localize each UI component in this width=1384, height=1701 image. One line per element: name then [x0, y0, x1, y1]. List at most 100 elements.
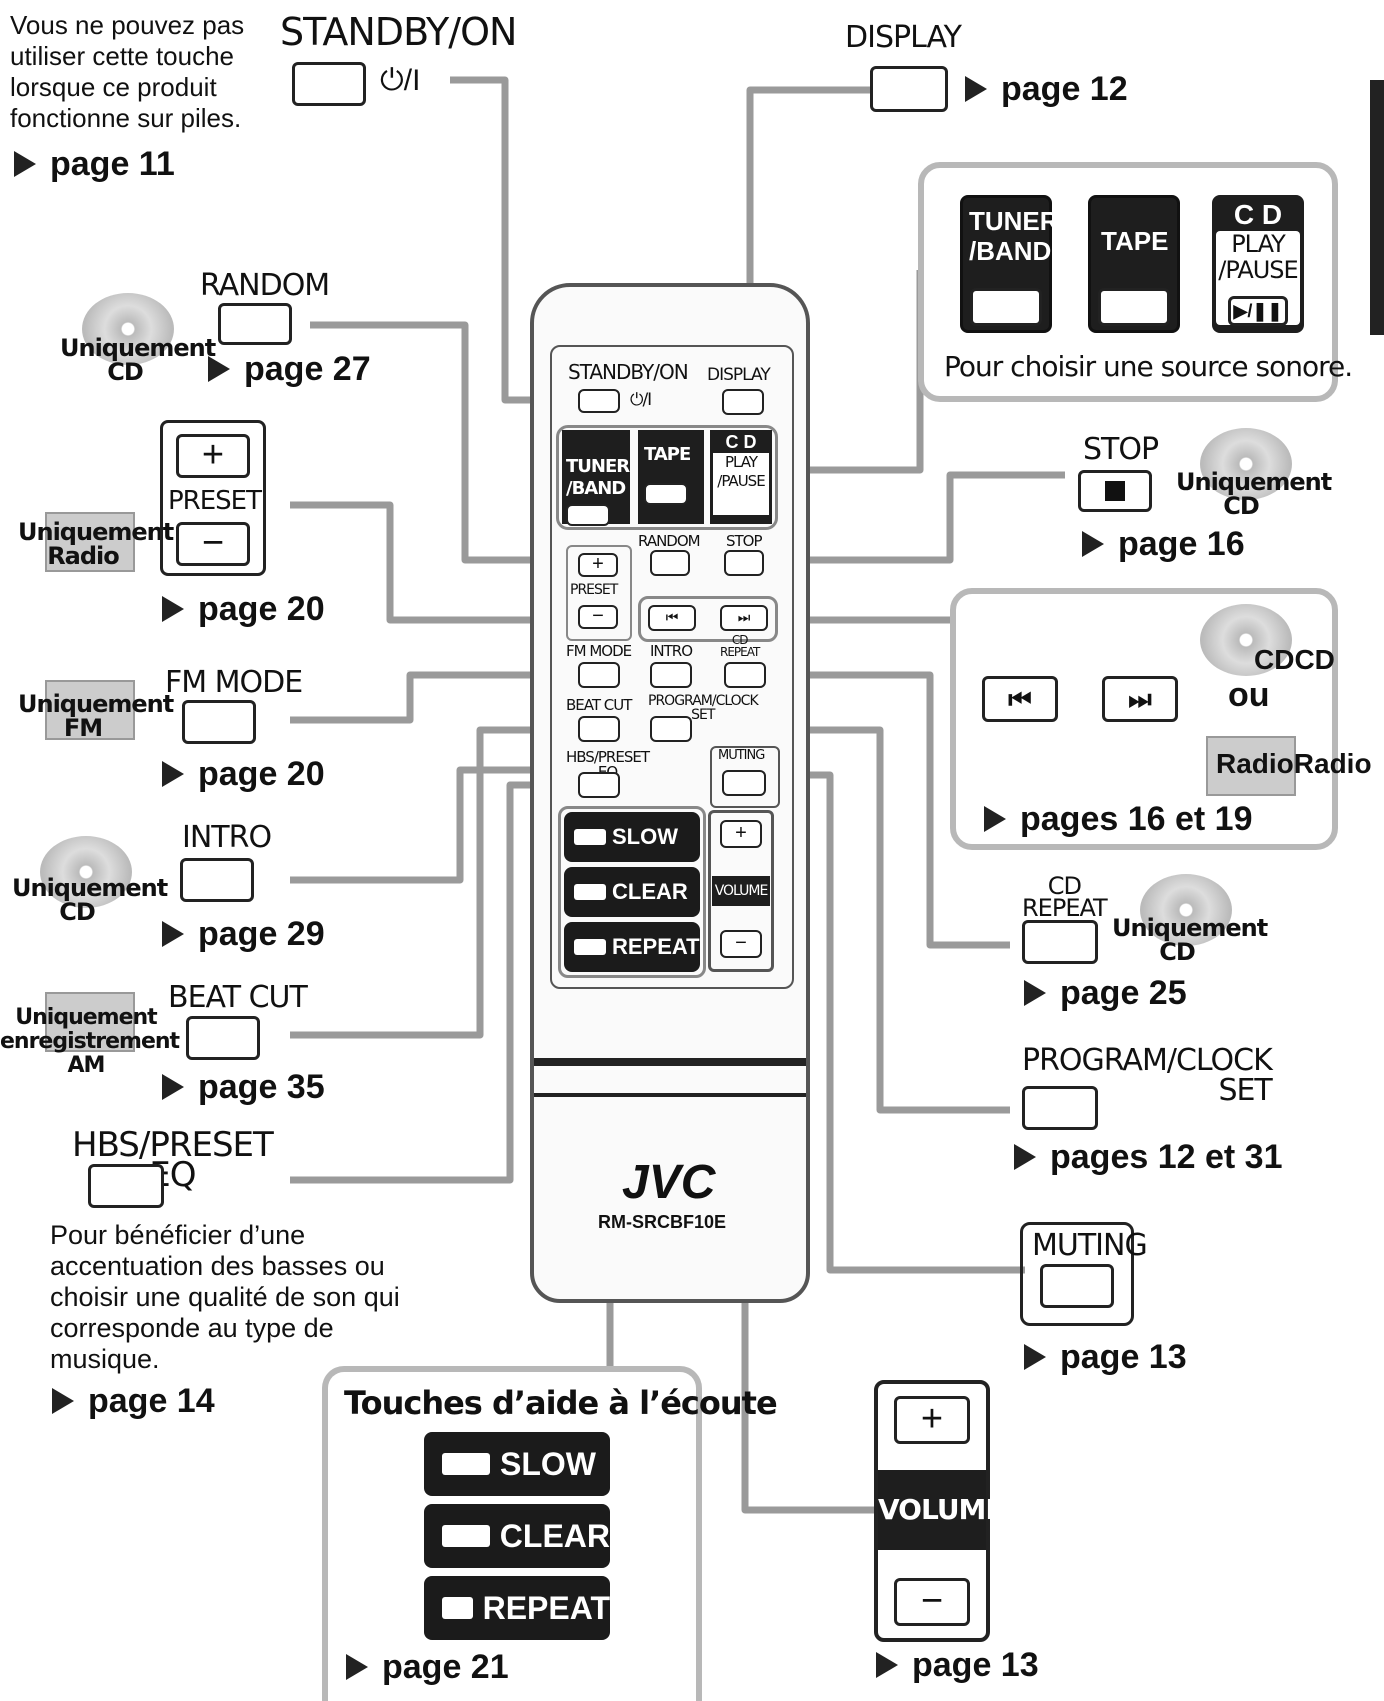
remote-display-button[interactable] [722, 389, 764, 415]
radio-icon [45, 512, 135, 572]
remote-preset-group [566, 545, 632, 641]
remote-volume-label: VOLUME [712, 876, 770, 906]
note-line: lorsque ce produit [10, 72, 217, 102]
radio-icon [45, 992, 135, 1052]
remote-standby-label: STANDBY/ON [568, 360, 689, 384]
beat-cut-button[interactable] [186, 1016, 260, 1060]
skip-prev-button[interactable]: ⏮ [982, 676, 1058, 722]
remote-cd-label: C D [725, 432, 757, 452]
page-ref-text: pages 16 et 19 [1020, 800, 1253, 838]
random-label: RANDOM [200, 268, 330, 303]
remote-intro-button[interactable] [650, 662, 692, 688]
hbs-label: HBS/PRESET EQ [72, 1125, 274, 1195]
muting-label: MUTING [1032, 1228, 1148, 1263]
skip-next-button[interactable]: ⏭ [1102, 676, 1178, 722]
cd-title: C D [1233, 199, 1283, 230]
remote-slow-button[interactable]: SLOW [564, 812, 700, 862]
remote-intro-label: INTRO [650, 642, 693, 660]
cd-repeat-only-tag: Uniquement CD [1112, 914, 1268, 966]
program-label: PROGRAM/CLOCK SET [1022, 1043, 1273, 1108]
note-line: fonctionne sur piles. [10, 103, 242, 133]
cd-disc-icon [1200, 428, 1292, 500]
standby-symbol: ⏻/I [380, 64, 421, 97]
note-line: utiliser cette touche [10, 41, 235, 71]
hbs-button[interactable] [88, 1164, 164, 1208]
desc-line: accentuation des basses ou [50, 1251, 385, 1281]
remote-cdrepeat-label: CD REPEAT [720, 633, 760, 659]
stop-button[interactable] [1078, 470, 1152, 512]
remote-random-label: RANDOM [638, 532, 701, 550]
intro-button[interactable] [180, 858, 254, 902]
remote-random-button[interactable] [650, 550, 690, 576]
remote-next-button[interactable]: ⏭ [720, 605, 768, 631]
repeat-button[interactable]: REPEAT [424, 1576, 610, 1640]
remote-panel [550, 345, 794, 989]
display-button[interactable] [870, 66, 948, 112]
remote-tuner-button[interactable]: TUNER /BAND [562, 430, 630, 526]
fm-mode-label: FM MODE [165, 665, 303, 700]
cd-disc-icon [82, 293, 174, 365]
remote-preset-label: PRESET [570, 582, 618, 598]
source-caption: Pour choisir une source sonore. [944, 350, 1353, 383]
preset-minus-button[interactable]: − [176, 522, 250, 566]
remote-hbs-button[interactable] [578, 772, 620, 798]
page-ref-text: page 20 [198, 590, 325, 628]
remote-divider [534, 1093, 806, 1097]
muting-button[interactable] [1040, 1264, 1114, 1308]
fm-mode-page-ref: page 20 [162, 755, 325, 794]
muting-group [1020, 1222, 1134, 1326]
volume-page-ref: page 13 [876, 1646, 1039, 1685]
page-ref-text: page 11 [50, 145, 175, 183]
remote-muting-button[interactable] [722, 770, 766, 796]
remote-volume-group [708, 810, 774, 972]
remote-tape-button[interactable]: TAPE [638, 430, 704, 524]
fm-mode-button[interactable] [182, 700, 256, 744]
remote-standby-button[interactable] [578, 389, 620, 413]
display-page-ref: page 12 [965, 70, 1128, 109]
cd-repeat-button[interactable] [1022, 920, 1098, 964]
remote-preset-plus[interactable]: + [578, 553, 618, 577]
remote-volume-minus[interactable]: − [720, 930, 762, 958]
skip-cd-tag: CDCD [1254, 644, 1335, 675]
preset-group [160, 420, 266, 576]
program-button[interactable] [1022, 1086, 1098, 1130]
remote-fmmode-button[interactable] [578, 662, 620, 688]
page-ref-text: page 35 [198, 1068, 325, 1106]
remote-preset-minus[interactable]: − [578, 605, 618, 629]
remote-beatcut-label: BEAT CUT [566, 696, 632, 714]
page-ref-text: page 27 [244, 350, 371, 388]
remote-volume-plus[interactable]: + [720, 820, 762, 848]
remote-beatcut-button[interactable] [578, 716, 620, 742]
volume-plus-button[interactable]: + [894, 1396, 970, 1444]
stop-icon [1105, 481, 1125, 501]
stop-label: STOP [1083, 432, 1159, 467]
remote-clear-button[interactable]: CLEAR [564, 867, 700, 917]
standby-button[interactable] [292, 62, 366, 106]
remote-repeat-button[interactable]: REPEAT [564, 922, 700, 972]
desc-line: musique. [50, 1344, 160, 1374]
desc-line: choisir une qualité de son qui [50, 1282, 400, 1312]
play-pause-icon: ▶/❚❚ [1228, 296, 1288, 326]
random-only-tag: Uniquement CD [60, 334, 216, 386]
remote-brand-logo: JVC [622, 1156, 716, 1209]
remote-cdrepeat-button[interactable] [724, 662, 766, 688]
volume-label: VOLUME [878, 1470, 1005, 1550]
random-button[interactable] [218, 303, 292, 345]
remote-display-label: DISPLAY [707, 365, 771, 385]
preset-plus-button[interactable]: + [176, 434, 250, 478]
volume-minus-button[interactable]: − [894, 1578, 970, 1626]
remote-stop-button[interactable] [724, 550, 764, 576]
remote-cd-button[interactable]: C D PLAY /PAUSE [710, 430, 772, 524]
page-ref-text: page 16 [1118, 525, 1245, 563]
remote-tape-key [644, 483, 688, 505]
hbs-page-ref: page 14 [52, 1382, 215, 1421]
stop-page-ref: page 16 [1082, 525, 1245, 564]
slow-button[interactable]: SLOW [424, 1432, 610, 1496]
cd-repeat-label: CD REPEAT [1022, 872, 1108, 922]
remote-tuner-key [566, 504, 610, 526]
remote-prev-button[interactable]: ⏮ [648, 605, 696, 631]
remote-program-button[interactable] [650, 716, 692, 742]
remote-model-label: RM-SRCBF10E [598, 1212, 727, 1232]
clear-button[interactable]: CLEAR [424, 1504, 610, 1568]
cd-disc-icon [1140, 874, 1232, 946]
